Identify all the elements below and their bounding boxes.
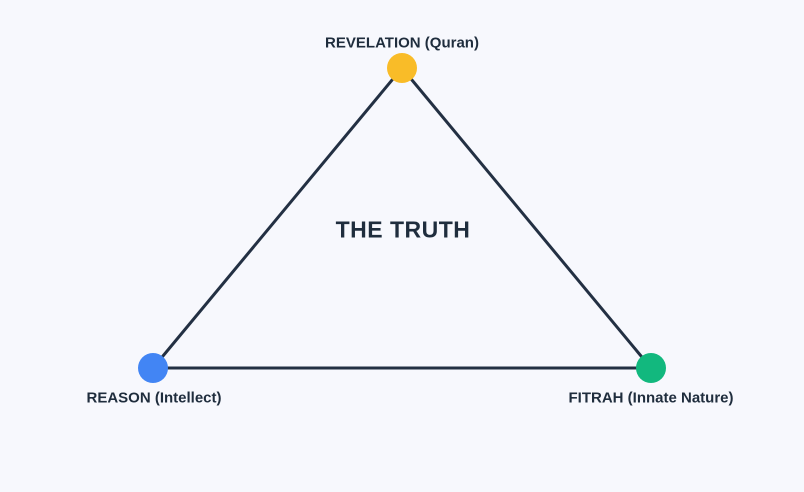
center-title: THE TRUTH [335, 216, 471, 243]
node-revelation-dot [387, 53, 417, 83]
node-fitrah-dot [636, 353, 666, 383]
triangle-edge [400, 67, 653, 369]
node-reason-dot [138, 353, 168, 383]
node-label-revelation: REVELATION (Quran) [325, 34, 479, 52]
triangle-edge [151, 67, 404, 369]
node-label-reason: REASON (Intellect) [86, 389, 222, 407]
node-label-fitrah: FITRAH (Innate Nature) [568, 389, 734, 407]
